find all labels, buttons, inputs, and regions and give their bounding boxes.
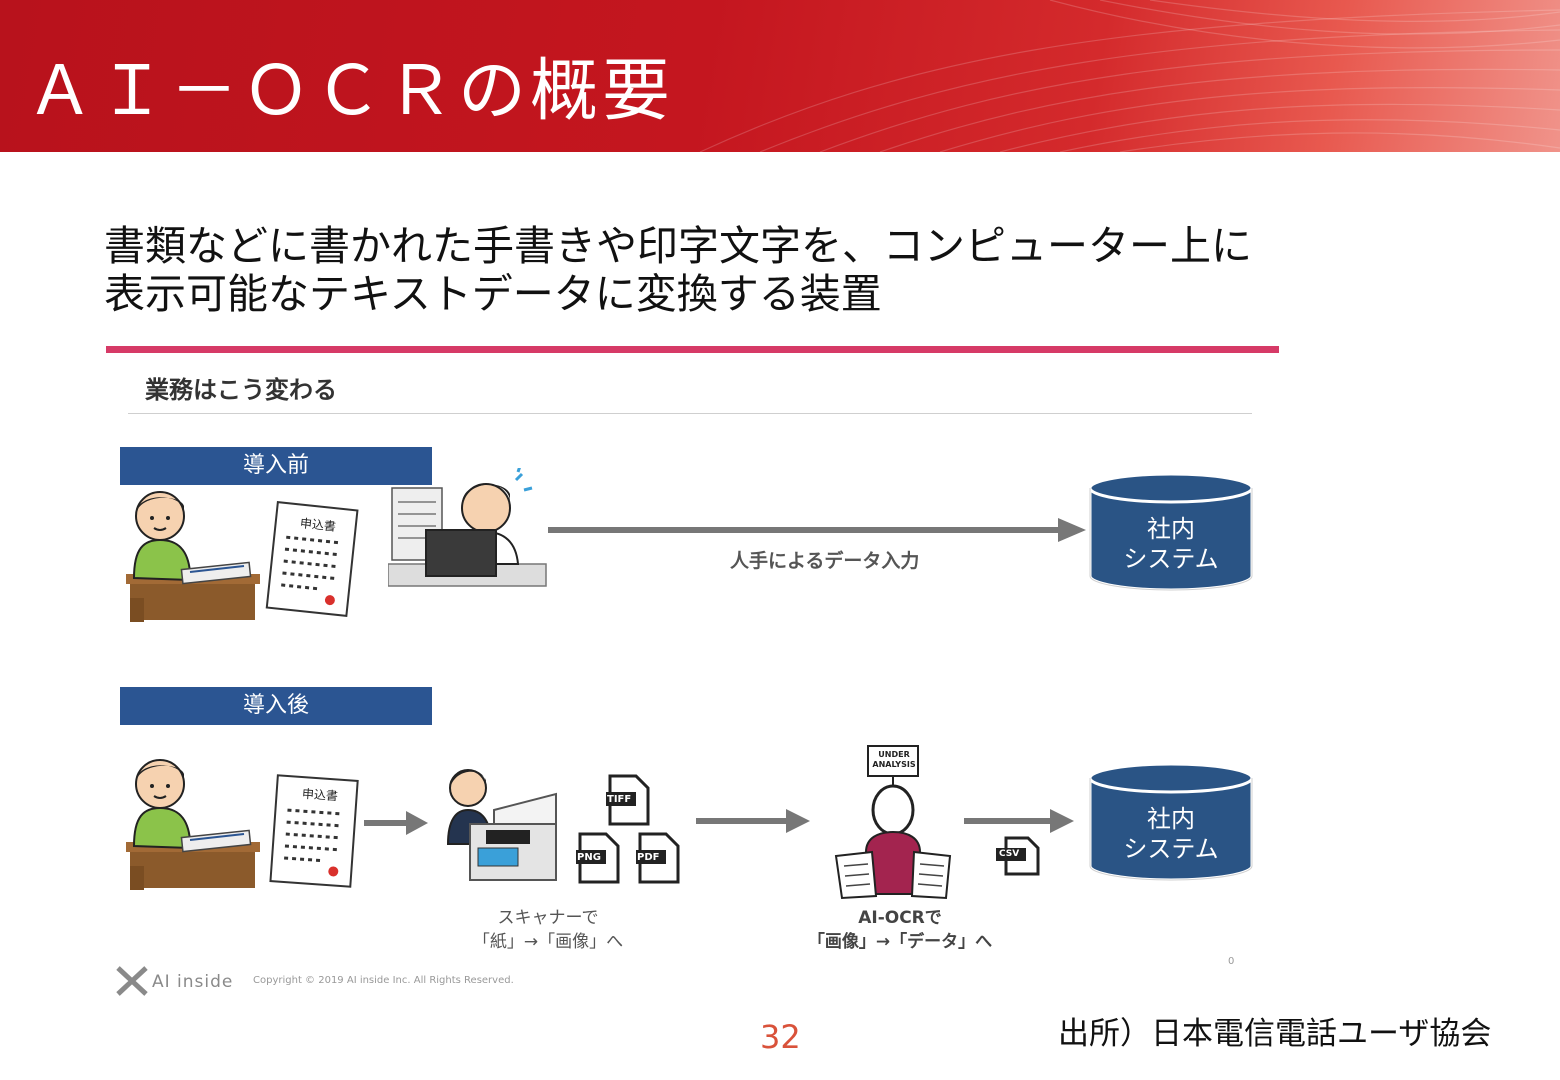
under-analysis-line2: ANALYSIS — [872, 760, 916, 769]
page-title: ＡＩ－ＯＣＲの概要 — [26, 52, 675, 131]
form-label-after: 申込書 — [301, 786, 339, 804]
database-label-after-line1: 社内 — [1147, 805, 1195, 833]
ai-ocr-caption: AI-OCRで 「画像」→「データ」へ — [800, 906, 1000, 954]
manual-entry-label: 人手によるデータ入力 — [730, 550, 920, 572]
before-tag: 導入前 — [120, 447, 432, 485]
lead-line-1: 書類などに書かれた手書きや印字文字を、コンピューター上に — [104, 222, 1252, 270]
database-label-after: 社内 システム — [1088, 804, 1254, 864]
tiff-file-icon — [606, 774, 650, 826]
internal-system-database-icon-after — [1088, 762, 1254, 882]
lead-text: 書類などに書かれた手書きや印字文字を、コンピューター上に 表示可能なテキストデー… — [104, 222, 1252, 318]
ai-ocr-analyzer-illustration — [834, 745, 952, 900]
internal-system-database-icon — [1088, 472, 1254, 592]
scanner-caption-line2: 「紙」→「画像」へ — [472, 932, 624, 952]
ai-inside-logo-icon — [116, 966, 148, 996]
ai-ocr-caption-line2: 「画像」→「データ」へ — [807, 932, 993, 952]
application-form-illustration — [265, 501, 359, 617]
accent-divider — [106, 346, 1279, 353]
scanner-operator-illustration — [446, 769, 557, 881]
page-number: 32 — [760, 1018, 801, 1056]
lead-line-2: 表示可能なテキストデータに変換する装置 — [104, 270, 882, 318]
arrow-to-ai-ocr — [696, 809, 810, 833]
figure-heading: 業務はこう変わる — [145, 376, 337, 404]
ai-inside-logo-text: AI inside — [152, 972, 234, 992]
pdf-file-icon — [636, 832, 680, 884]
stressed-worker-illustration — [388, 468, 547, 587]
database-label-line2: システム — [1123, 545, 1219, 573]
figure-heading-rule — [128, 413, 1252, 414]
form-label-before: 申込書 — [299, 516, 337, 534]
person-writing-illustration — [126, 491, 260, 622]
png-label: PNG — [577, 852, 601, 863]
header-banner: ＡＩ－ＯＣＲの概要 — [0, 0, 1560, 152]
source-credit: 出所）日本電信電話ユーザ協会 — [1058, 1016, 1492, 1052]
after-tag: 導入後 — [120, 687, 432, 725]
header-wave-pattern — [699, 0, 1560, 152]
tiny-mark: 0 — [1228, 956, 1235, 967]
copyright-text: Copyright © 2019 AI inside Inc. All Righ… — [253, 975, 514, 986]
database-label-after-line2: システム — [1123, 835, 1219, 863]
arrow-to-scanner — [364, 811, 428, 835]
tiff-label: TIFF — [607, 794, 632, 805]
under-analysis-sign: UNDER ANALYSIS — [868, 750, 920, 770]
scanner-caption-line1: スキャナーで — [497, 908, 599, 928]
png-file-icon — [576, 832, 620, 884]
database-label-before: 社内 システム — [1088, 514, 1254, 574]
person-writing-illustration-after — [126, 759, 260, 890]
manual-entry-arrow — [548, 518, 1086, 542]
pdf-label: PDF — [637, 852, 660, 863]
ai-ocr-caption-line1: AI-OCRで — [858, 908, 942, 928]
application-form-illustration-after — [269, 774, 359, 888]
csv-file-icon — [996, 836, 1040, 876]
arrow-to-database — [964, 809, 1074, 833]
database-label-line1: 社内 — [1147, 515, 1195, 543]
csv-label: CSV — [999, 849, 1020, 859]
scanner-caption: スキャナーで 「紙」→「画像」へ — [468, 906, 628, 954]
under-analysis-line1: UNDER — [878, 750, 910, 759]
